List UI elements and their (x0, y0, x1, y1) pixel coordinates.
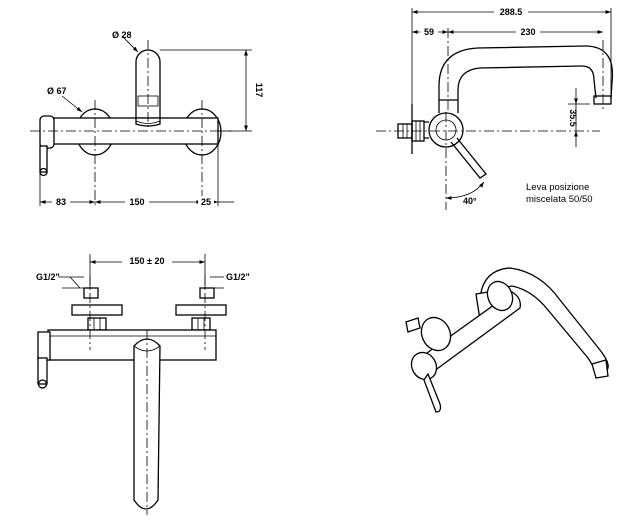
front-dim-left-offset: 83 (56, 197, 66, 207)
front-view: Ø 28 Ø 67 117 83 150 25 (30, 30, 264, 207)
side-dim-total-length: 288.5 (500, 7, 523, 17)
top-view: 150 ± 20 G1/2" G1/2" (36, 254, 250, 515)
iso-left-escutcheon (420, 316, 452, 352)
top-handle-cap (37, 331, 51, 361)
iso-handle-cap (410, 351, 438, 381)
side-dim-wall-offset: 59 (424, 27, 434, 37)
front-dim-height: 117 (254, 83, 264, 98)
front-dim-center-distance: 150 (129, 197, 144, 207)
iso-aerator (591, 359, 609, 379)
handle-cap (39, 115, 55, 149)
side-dim-lever-angle: 40° (463, 196, 477, 206)
lever-note-line2: miscelata 50/50 (526, 194, 593, 205)
side-dim-spout-reach: 230 (520, 27, 535, 37)
iso-lever (423, 372, 442, 413)
iso-right-escutcheon (486, 280, 514, 312)
top-lever (37, 357, 48, 385)
side-view: 288.5 59 230 35.5 40° Leva posizione mis… (376, 6, 614, 210)
top-dim-left-thread: G1/2" (36, 272, 60, 282)
side-lever (450, 137, 487, 179)
front-dim-spout-diameter: Ø 28 (112, 30, 132, 40)
left-inlet-thread (83, 287, 99, 299)
right-plate (175, 304, 227, 316)
side-dim-spout-drop: 35.5 (568, 109, 578, 127)
top-dim-right-thread: G1/2" (226, 272, 250, 282)
front-dim-right-offset: 25 (201, 197, 211, 207)
lever-note-line1: Leva posizione (526, 182, 589, 193)
right-inlet-thread (199, 287, 215, 299)
top-dim-center-distance: 150 ± 20 (130, 256, 165, 266)
front-dim-body-diameter: Ø 67 (47, 86, 67, 96)
iso-spout (479, 267, 609, 373)
top-mixer-body (47, 329, 217, 361)
left-plate (71, 304, 123, 316)
side-spout (438, 45, 614, 113)
isometric-view (405, 267, 609, 413)
